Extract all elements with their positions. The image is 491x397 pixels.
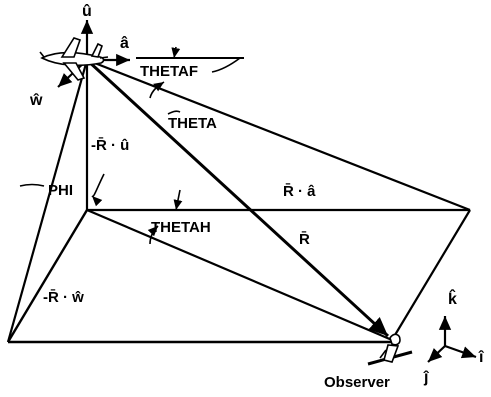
labels: û â ŵ THETAF THETA -R̄ · û PHI R̄ · â TH… (29, 3, 485, 391)
slant-w-line (6, 59, 89, 343)
slant-a-line (86, 58, 471, 212)
w-hat-label: ŵ (29, 92, 43, 109)
r-dot-u-label: -R̄ · û (91, 136, 129, 154)
aircraft-icon (39, 37, 109, 81)
r-label: R̄ (299, 230, 310, 248)
right-edge-line (391, 209, 471, 341)
i-hat-label: î (478, 349, 485, 366)
ground-axes (427, 316, 477, 363)
horizontal-r-line (86, 208, 393, 342)
frame-lines (6, 57, 471, 344)
theta-label: THETA (168, 115, 217, 132)
j-hat-arrow (427, 345, 446, 363)
angle-indicators (19, 46, 241, 245)
observer-icon (367, 333, 413, 366)
r-dot-a-label: R̄ · â (283, 182, 316, 200)
u-hat-label: û (82, 3, 92, 20)
a-hat-label: â (120, 35, 129, 52)
range-vector-r (85, 58, 390, 338)
thetaf-label: THETAF (140, 63, 198, 80)
i-hat-arrow (444, 344, 477, 359)
j-hat-label: ĵ (423, 369, 430, 386)
k-hat-label: k̂ (448, 288, 457, 308)
observer-label: Observer (324, 374, 390, 391)
phi-label: PHI (48, 182, 73, 199)
thetah-label: THETAH (151, 219, 211, 236)
r-dot-w-label: -R̄ · ŵ (43, 288, 84, 306)
ground-left-line (6, 209, 89, 343)
